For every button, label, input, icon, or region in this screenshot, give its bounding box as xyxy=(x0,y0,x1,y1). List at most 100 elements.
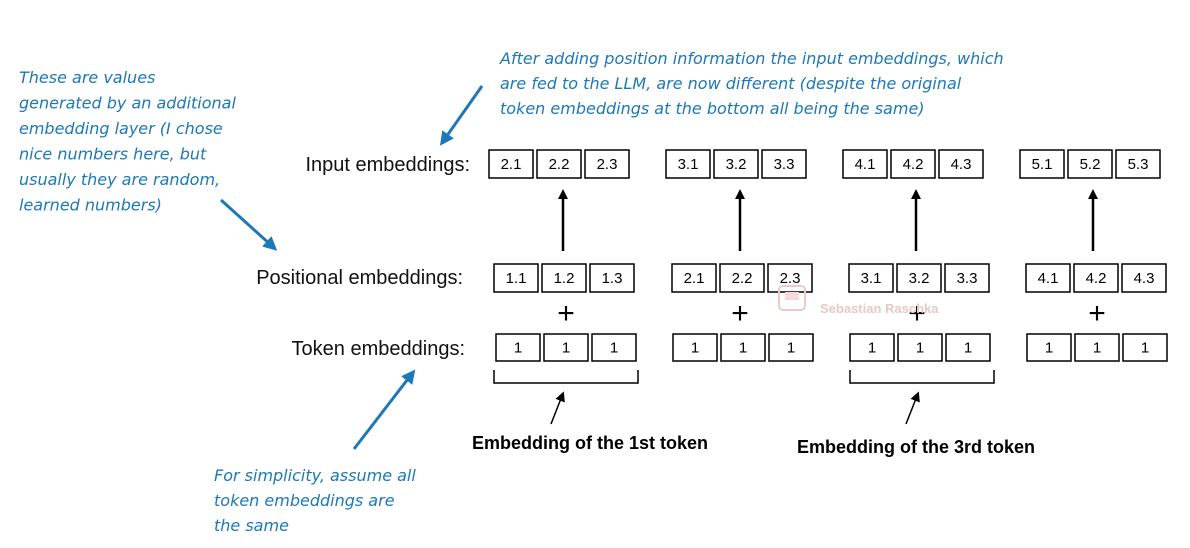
positional-cell-box xyxy=(1121,263,1167,293)
positional-cell-value: 4.1 xyxy=(1038,270,1059,287)
token-embedding-cell: 1 xyxy=(591,333,637,362)
top-note-arrow xyxy=(439,85,484,146)
input-cell-value: 5.3 xyxy=(1128,156,1149,173)
positional-cell-value: 3.1 xyxy=(861,270,882,287)
token-cell-value: 1 xyxy=(514,340,522,357)
note-line: These are values xyxy=(19,68,155,87)
input-cell-box xyxy=(536,149,582,179)
input-embedding-cell: 2.1 xyxy=(488,149,534,179)
note-line: embedding layer (I chose xyxy=(19,119,223,138)
note-line: After adding position information the in… xyxy=(499,49,1004,68)
input-cell-box xyxy=(584,149,630,179)
input-cell-value: 3.3 xyxy=(774,156,795,173)
caption-third-token: Embedding of the 3rd token xyxy=(797,437,1035,457)
positional-cell-value: 2.2 xyxy=(732,270,753,287)
positional-cell-box xyxy=(896,263,942,293)
positional-embedding-cell: 4.2 xyxy=(1073,263,1119,293)
positional-cell-value: 1.1 xyxy=(506,270,527,287)
token-embedding-cell: 1 xyxy=(945,333,991,362)
token-cell-value: 1 xyxy=(1141,340,1149,357)
input-cell-box xyxy=(1067,149,1113,179)
input-cell-box xyxy=(665,149,711,179)
input-embedding-cell: 4.1 xyxy=(842,149,888,179)
positional-cell-value: 2.1 xyxy=(684,270,705,287)
input-embedding-cell: 5.1 xyxy=(1019,149,1065,179)
plus-sign: + xyxy=(731,297,749,330)
input-cell-box xyxy=(1115,149,1161,179)
positional-embedding-cell: 1.2 xyxy=(541,263,587,293)
input-cell-box xyxy=(761,149,807,179)
top-note: After adding position information the in… xyxy=(499,49,1004,118)
caption-first-token: Embedding of the 1st token xyxy=(472,433,708,453)
positional-cell-box xyxy=(719,263,765,293)
token-cell-value: 1 xyxy=(868,340,876,357)
token-cell-value: 1 xyxy=(916,340,924,357)
plus-sign: + xyxy=(1088,297,1106,330)
token-cell-box xyxy=(720,333,766,362)
note-line: are fed to the LLM, are now different (d… xyxy=(500,74,962,93)
positional-embeddings-label: Positional embeddings: xyxy=(256,267,463,289)
bracket-token-1 xyxy=(493,370,639,384)
token-cell-box xyxy=(672,333,718,362)
input-cell-value: 4.2 xyxy=(903,156,924,173)
bottom-note-arrow xyxy=(352,369,416,450)
note-line: token embeddings at the bottom all being… xyxy=(500,99,925,118)
note-line: For simplicity, assume all xyxy=(214,466,416,485)
up-arrows xyxy=(558,189,1098,251)
token-embedding-cell: 1 xyxy=(1122,333,1168,362)
positional-cell-value: 3.3 xyxy=(957,270,978,287)
token-cell-value: 1 xyxy=(562,340,570,357)
token-cell-box xyxy=(1122,333,1168,362)
token-embedding-cell: 1 xyxy=(672,333,718,362)
token-embedding-cell: 1 xyxy=(768,333,814,362)
positional-cell-value: 3.2 xyxy=(909,270,930,287)
token-embedding-cell: 1 xyxy=(543,333,589,362)
caption-arrow-token-3 xyxy=(905,391,920,425)
input-embedding-cell: 5.2 xyxy=(1067,149,1113,179)
input-cell-value: 5.1 xyxy=(1032,156,1053,173)
token-cell-box xyxy=(591,333,637,362)
positional-cell-box xyxy=(848,263,894,293)
token-embedding-cell: 1 xyxy=(1026,333,1072,362)
token-cell-box xyxy=(945,333,991,362)
left-note: These are values generated by an addition… xyxy=(19,68,236,215)
token-embedding-cell: 1 xyxy=(849,333,895,362)
positional-cell-box xyxy=(944,263,990,293)
positional-embedding-cell: 3.2 xyxy=(896,263,942,293)
positional-cell-box xyxy=(671,263,717,293)
input-embedding-cell: 4.2 xyxy=(890,149,936,179)
token-embedding-cell: 1 xyxy=(720,333,766,362)
token-cell-box xyxy=(495,333,541,362)
token-cell-value: 1 xyxy=(787,340,795,357)
token-cell-box xyxy=(849,333,895,362)
input-cell-box xyxy=(1019,149,1065,179)
input-cell-value: 3.2 xyxy=(726,156,747,173)
input-cell-value: 2.2 xyxy=(549,156,570,173)
token-cell-value: 1 xyxy=(610,340,618,357)
token-embeddings-label: Token embeddings: xyxy=(292,338,465,360)
watermark-text: Sebastian Raschka xyxy=(820,301,939,316)
positional-embedding-cell: 3.1 xyxy=(848,263,894,293)
note-line: nice numbers here, but xyxy=(19,145,207,164)
note-line: generated by an additional xyxy=(19,94,236,113)
positional-embedding-cell: 1.3 xyxy=(589,263,635,293)
note-line: the same xyxy=(214,516,289,535)
watermark-logo-icon xyxy=(778,285,806,311)
token-cell-value: 1 xyxy=(964,340,972,357)
positional-cell-box xyxy=(1073,263,1119,293)
input-embedding-cell: 3.3 xyxy=(761,149,807,179)
input-cell-value: 4.1 xyxy=(855,156,876,173)
token-cell-value: 1 xyxy=(739,340,747,357)
token-cell-box xyxy=(543,333,589,362)
input-embedding-cell: 2.3 xyxy=(584,149,630,179)
positional-embedding-cell: 3.3 xyxy=(944,263,990,293)
token-embedding-cell: 1 xyxy=(495,333,541,362)
input-cell-value: 2.3 xyxy=(597,156,618,173)
note-line: usually they are random, xyxy=(19,170,220,189)
positional-embedding-cell: 4.3 xyxy=(1121,263,1167,293)
